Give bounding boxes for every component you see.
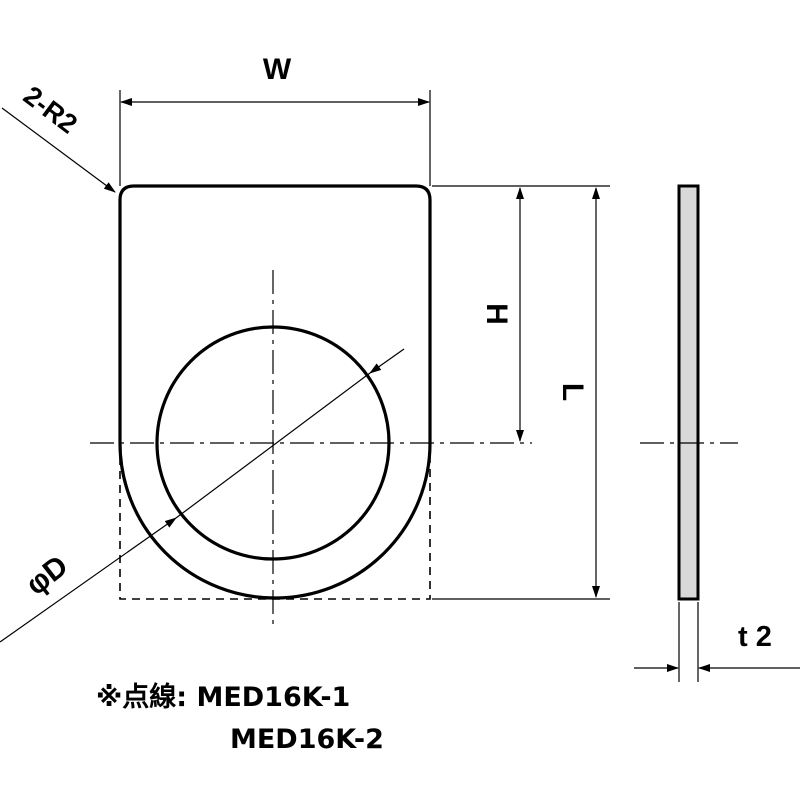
diameter-leader [0, 517, 177, 643]
diameter-leader-inner [369, 348, 405, 374]
diameter-label: φD [20, 549, 74, 602]
note-line-1: ※点線: MED16K-1 [96, 681, 350, 713]
l-label: L [556, 383, 589, 401]
dotted-alt-outline [119, 443, 431, 600]
radius-label: 2-R2 [18, 80, 83, 139]
radius-leader [1, 107, 116, 193]
t-label: t 2 [738, 621, 772, 653]
side-view-plate [677, 184, 700, 601]
plate-outline [118, 184, 432, 600]
h-label: H [480, 303, 513, 325]
diameter-through-line [175, 372, 371, 519]
w-label: W [263, 53, 292, 86]
note-line-2: MED16K-2 [230, 724, 384, 755]
